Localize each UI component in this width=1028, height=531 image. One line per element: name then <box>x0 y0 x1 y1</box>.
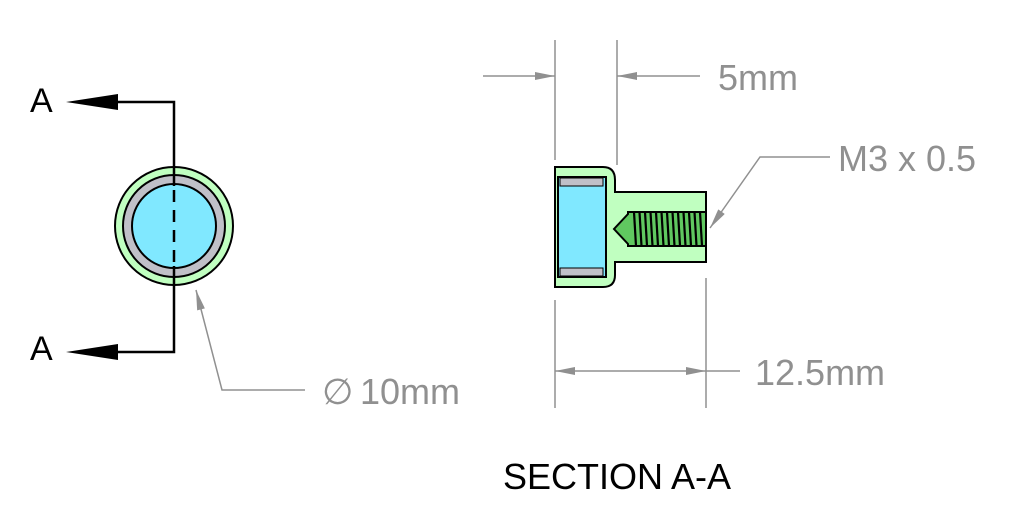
diameter-leader <box>195 289 305 391</box>
thread-line <box>638 211 643 247</box>
arrow-icon <box>66 344 118 360</box>
thread-line <box>665 211 671 247</box>
thread-line <box>687 211 693 247</box>
thread-line <box>654 211 660 247</box>
section-marker-top: A <box>30 82 53 120</box>
section-view: 5mm M3 x 0.5 12.5mm SECTION A-A <box>483 40 976 497</box>
thread-callout: M3 x 0.5 <box>838 138 976 179</box>
thread-line <box>643 211 649 247</box>
thread-line <box>632 211 638 247</box>
thread-leader <box>709 156 830 229</box>
thread-line <box>676 211 682 247</box>
diameter-symbol-icon: ∅ <box>322 371 353 412</box>
threaded-hole <box>612 211 707 247</box>
section-title: SECTION A-A <box>503 456 731 497</box>
front-view: A A ∅ 10mm <box>30 82 460 412</box>
counterbore-top <box>559 177 604 187</box>
thread-lines <box>632 211 704 247</box>
thread-line <box>682 211 687 247</box>
cutting-plane-line-bottom <box>118 266 176 354</box>
section-marker-bottom: A <box>30 330 53 368</box>
thread-line <box>649 211 654 247</box>
thread-line <box>660 211 665 247</box>
thread-line <box>698 211 704 247</box>
length-dimension: 12.5mm <box>755 352 885 393</box>
arrow-icon <box>66 94 118 110</box>
head-width-dimension: 5mm <box>718 57 798 98</box>
socket-section <box>557 176 607 278</box>
thread-line <box>693 211 698 247</box>
thread-line <box>671 211 676 247</box>
cutting-plane-line-top <box>118 100 176 186</box>
diameter-label: 10mm <box>360 371 460 412</box>
counterbore-bottom <box>559 267 604 277</box>
